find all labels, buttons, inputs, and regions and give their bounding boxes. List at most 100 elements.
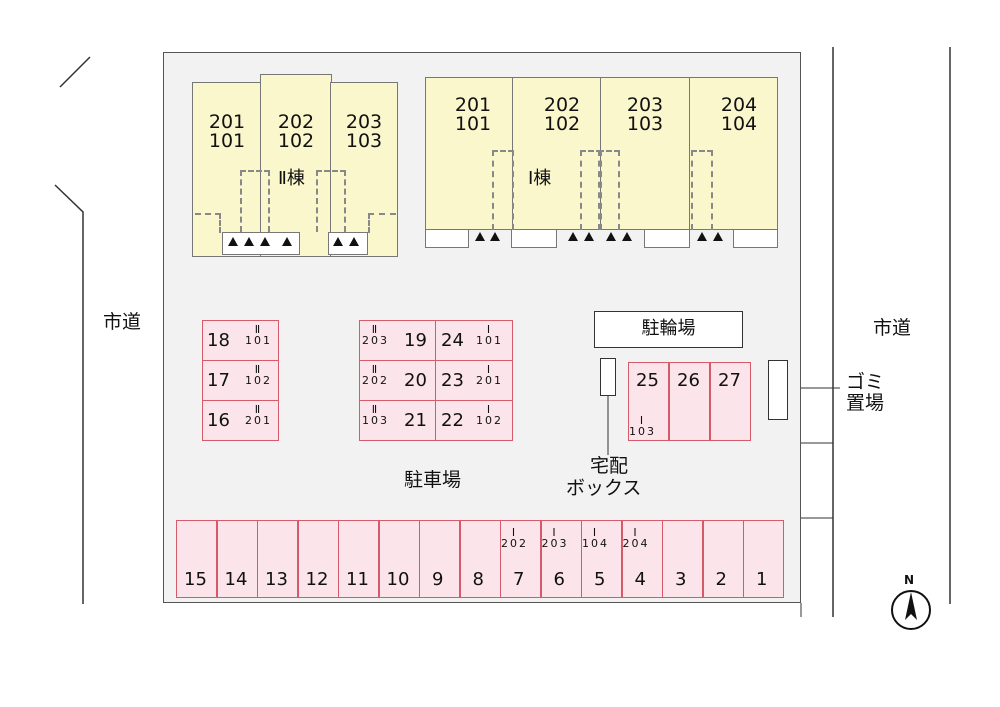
- unit-upper: 204: [720, 94, 758, 116]
- building-1-entry-2: [511, 229, 557, 248]
- assigned-building: Ⅰ: [486, 363, 493, 376]
- unit-lower: 101: [454, 113, 492, 135]
- assigned-room: 203: [541, 537, 569, 550]
- building-2-name: Ⅱ棟: [278, 168, 305, 189]
- parking-space-number: 12: [305, 569, 329, 590]
- parking-space-number: 22: [441, 410, 464, 431]
- building-2-unit-3: [330, 82, 398, 257]
- parking-space: 14: [216, 520, 258, 598]
- assigned-building: Ⅱ: [371, 363, 380, 376]
- assigned-building: Ⅱ: [254, 323, 263, 336]
- delivery-box-label-line2: ボックス: [566, 477, 642, 499]
- garbage-label-line1: ゴミ: [846, 371, 885, 393]
- parking-space-number: 19: [404, 330, 427, 351]
- entrance-arrow: [622, 232, 632, 241]
- entrance-arrow: [490, 232, 500, 241]
- entrance-arrow: [475, 232, 485, 241]
- unit-lower: 103: [626, 113, 664, 135]
- assigned-building: Ⅰ: [511, 526, 518, 539]
- building-1-entry-3: [644, 229, 690, 248]
- parking-space-number: 20: [404, 370, 427, 391]
- garbage-station: [768, 360, 788, 420]
- assigned-building: Ⅰ: [592, 526, 599, 539]
- garbage-label-line2: 置場: [846, 392, 885, 414]
- building-2-hall-2: [240, 170, 270, 232]
- assigned-building: Ⅰ: [633, 526, 639, 539]
- entrance-arrow: [333, 237, 343, 246]
- assigned-building: Ⅱ: [371, 403, 380, 416]
- parking-space-number: 21: [404, 410, 427, 431]
- parking-space-number: 3: [675, 569, 687, 590]
- parking-space-number: 16: [207, 410, 230, 431]
- unit-lower: 104: [720, 113, 758, 135]
- building-1-hall-3: [598, 150, 620, 230]
- parking-space-number: 24: [441, 330, 464, 351]
- parking-space: 9: [419, 520, 460, 598]
- assigned-room: 101: [245, 334, 272, 347]
- unit-upper: 203: [626, 94, 664, 116]
- assigned-building: Ⅰ: [639, 414, 646, 427]
- assigned-building: Ⅰ: [486, 323, 493, 336]
- parking-space-number: 15: [184, 569, 207, 590]
- assigned-room: 102: [245, 374, 272, 387]
- entrance-arrow: [244, 237, 254, 246]
- parking-space: 26: [669, 362, 710, 441]
- unit-lower: 103: [345, 130, 383, 152]
- parking-space-number: 1: [756, 569, 768, 590]
- assigned-room: 103: [629, 425, 656, 438]
- parking-space: 3: [662, 520, 703, 598]
- entrance-arrow: [697, 232, 707, 241]
- assigned-room: 203: [362, 334, 389, 347]
- assigned-room: 101: [476, 334, 503, 347]
- entrance-arrow: [584, 232, 594, 241]
- building-2-unit-1: [192, 82, 262, 257]
- building-2-hall-3: [316, 170, 346, 232]
- entrance-arrow: [713, 232, 723, 241]
- unit-lower: 102: [543, 113, 581, 135]
- delivery-box: [600, 358, 616, 396]
- unit-lower: 101: [208, 130, 246, 152]
- building-2-hall-4: [368, 213, 396, 233]
- assigned-room: 202: [362, 374, 389, 387]
- assigned-room: 204: [622, 537, 650, 550]
- entrance-arrow: [260, 237, 270, 246]
- compass-north-label: N: [904, 573, 915, 587]
- parking-space: 8: [459, 520, 501, 598]
- parking-space: 27: [710, 362, 751, 441]
- parking-space-number: 26: [677, 370, 700, 391]
- assigned-building: Ⅱ: [254, 403, 263, 416]
- parking-space-number: 25: [636, 370, 659, 391]
- parking-space-number: 13: [265, 569, 288, 590]
- parking-space-number: 18: [207, 330, 230, 351]
- building-1-hall-4: [691, 150, 713, 230]
- road-label-left: 市道: [103, 311, 142, 333]
- assigned-building: Ⅱ: [371, 323, 380, 336]
- parking-space-number: 11: [346, 569, 369, 590]
- unit-upper: 202: [543, 94, 581, 116]
- entrance-arrow: [228, 237, 238, 246]
- assigned-room: 201: [245, 414, 272, 427]
- building-1-entry-4: [733, 229, 778, 248]
- unit-upper: 203: [345, 111, 383, 133]
- north-compass-icon: [891, 590, 931, 630]
